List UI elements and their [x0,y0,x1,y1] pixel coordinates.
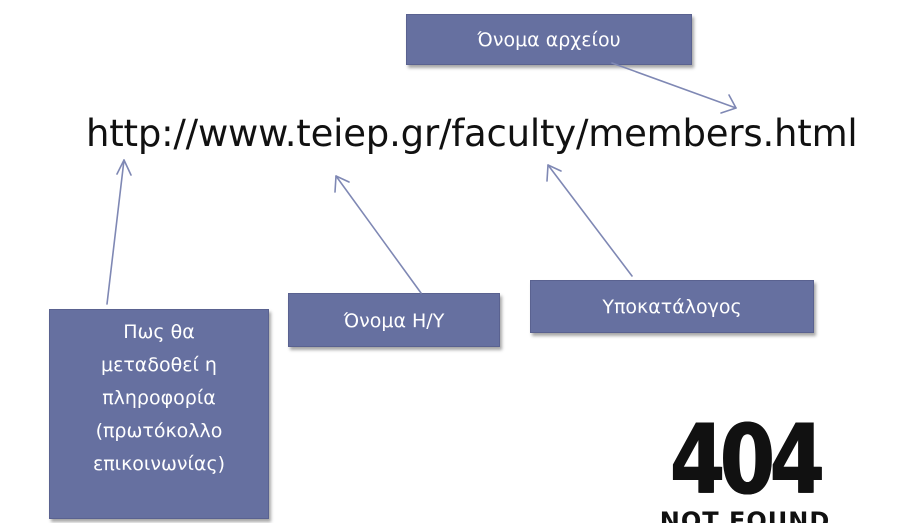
not-found-logo: 404 NOT FOUND [625,408,865,523]
arrow-subdirectory-head [546,164,562,182]
callout-protocol-line: (πρωτόκολλο [95,420,223,442]
arrow-subdirectory [547,164,633,277]
url-text: http://www.teiep.gr/faculty/members.html [86,112,858,155]
arrow-protocol-head [116,159,132,176]
not-found-number: 404 [670,408,824,516]
not-found-subtitle: NOT FOUND [659,507,831,523]
callout-file-name: Όνομα αρχείου [406,14,692,65]
callout-protocol-line: μεταδοθεί η [101,354,217,376]
callout-subdirectory: Υποκατάλογος [530,280,814,333]
callout-host-name: Όνομα Η/Υ [288,293,500,347]
callout-protocol-line: πληροφορία [102,387,216,409]
arrow-file-name-head [720,94,737,114]
arrow-file-name [611,62,737,109]
callout-protocol-line: επικοινωνίας) [92,453,226,475]
arrow-protocol [106,159,125,305]
arrow-host-name [335,175,422,294]
callout-protocol-line: Πως θα [123,321,195,343]
callout-protocol: Πως θα μεταδοθεί η πληροφορία (πρωτόκολλ… [49,309,269,519]
arrow-host-name-head [334,175,350,193]
